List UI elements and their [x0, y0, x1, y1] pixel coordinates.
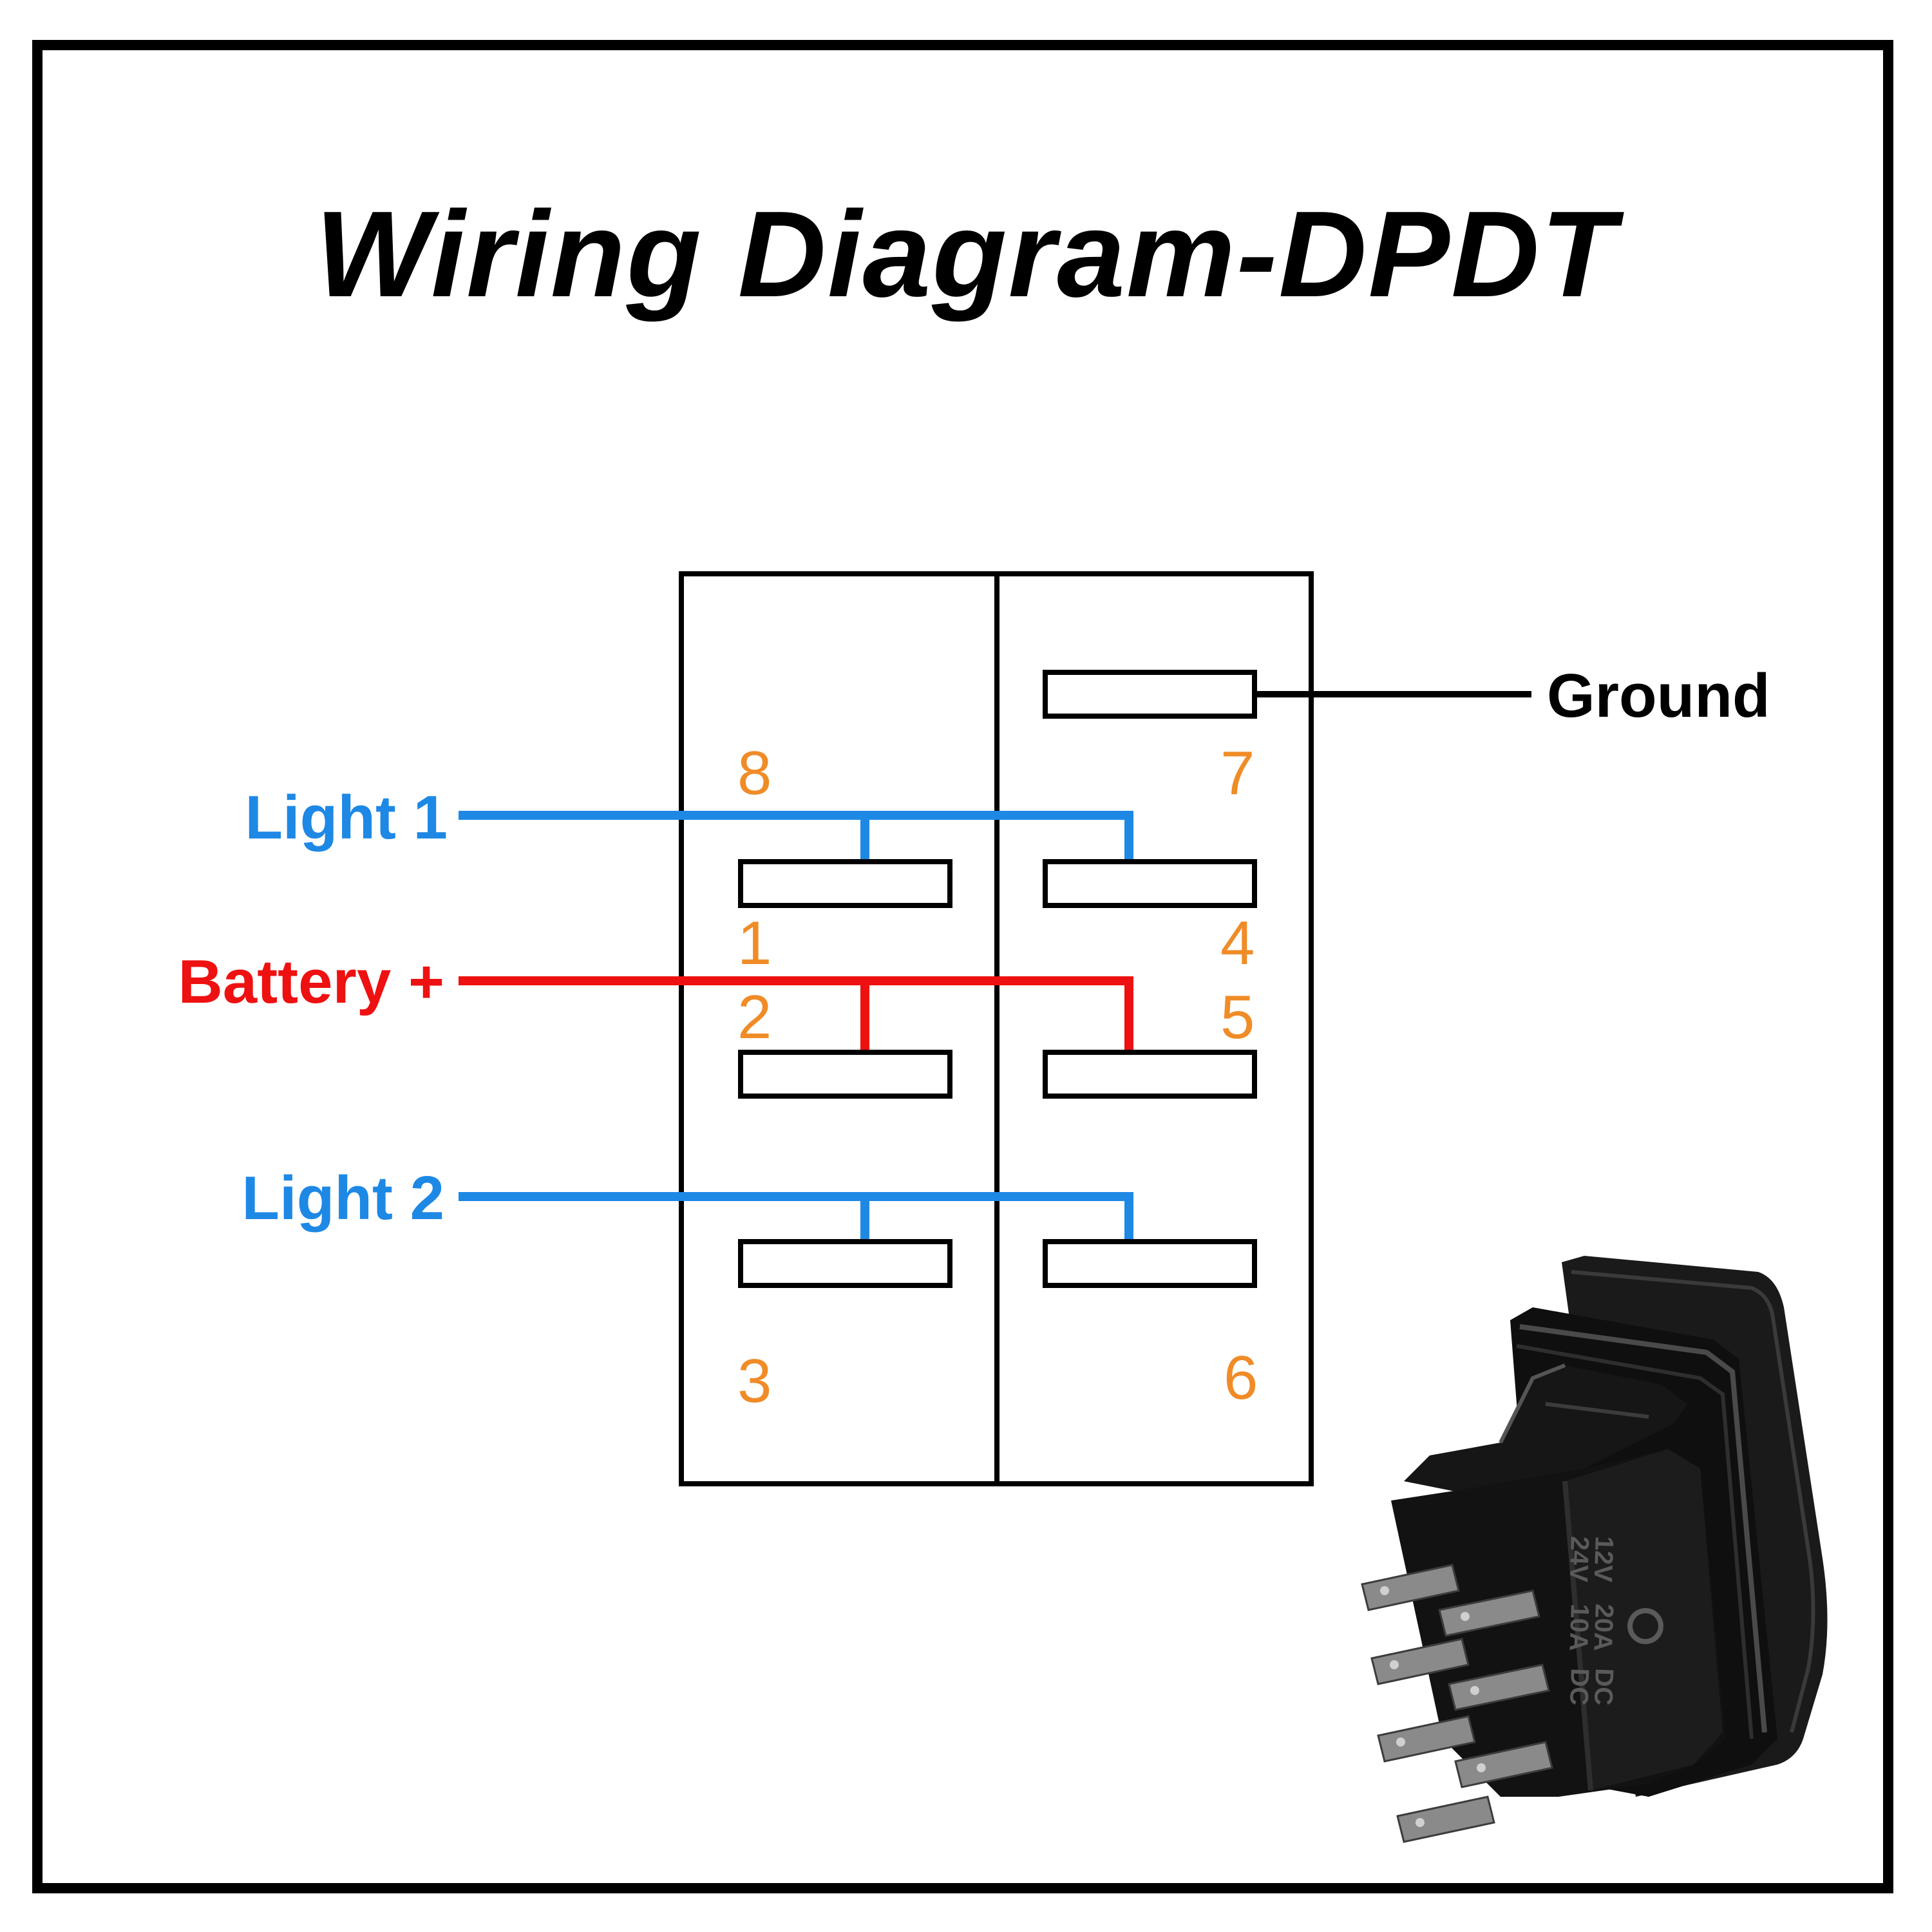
pin-number: 5 — [1220, 983, 1255, 1052]
terminal-3 — [738, 1239, 952, 1288]
switch-marking: 12V — [1589, 1536, 1618, 1583]
pin-number: 7 — [1220, 739, 1255, 808]
switch-marking: DC — [1589, 1668, 1618, 1706]
ce-mark-icon — [1627, 1608, 1663, 1644]
terminal-4 — [1043, 859, 1257, 908]
pin-number: 8 — [737, 739, 772, 808]
light-1-wire — [459, 811, 1133, 863]
diagram-frame — [32, 40, 1893, 1893]
battery-label: Battery + — [178, 947, 444, 1016]
light-1-label: Light 1 — [245, 783, 448, 852]
pin-number: 2 — [737, 983, 772, 1052]
switch-marking: 20A — [1588, 1604, 1618, 1652]
rocker-switch-photo: 12V 20A DC 24V 10A DC — [1361, 1256, 1828, 1843]
battery-wire — [459, 976, 1133, 1053]
switch-marking: DC — [1564, 1668, 1594, 1706]
switch-marking: 10A — [1564, 1604, 1594, 1652]
light-2-label: Light 2 — [242, 1164, 444, 1233]
pin-number: 6 — [1224, 1343, 1258, 1412]
light-2-wire — [459, 1192, 1133, 1243]
switch-marking: 24V — [1564, 1536, 1594, 1583]
diagram-title: Wiring Diagram-DPDT — [315, 186, 1617, 323]
ground-label: Ground — [1547, 661, 1770, 730]
pin-number: 4 — [1220, 909, 1255, 978]
terminal-2 — [738, 1050, 952, 1099]
terminal-1 — [738, 859, 952, 908]
pin-number: 1 — [737, 909, 772, 978]
pin-number: 3 — [737, 1347, 772, 1416]
terminal-6 — [1043, 1239, 1257, 1288]
terminal-7 — [1043, 670, 1257, 719]
terminal-5 — [1043, 1050, 1257, 1099]
